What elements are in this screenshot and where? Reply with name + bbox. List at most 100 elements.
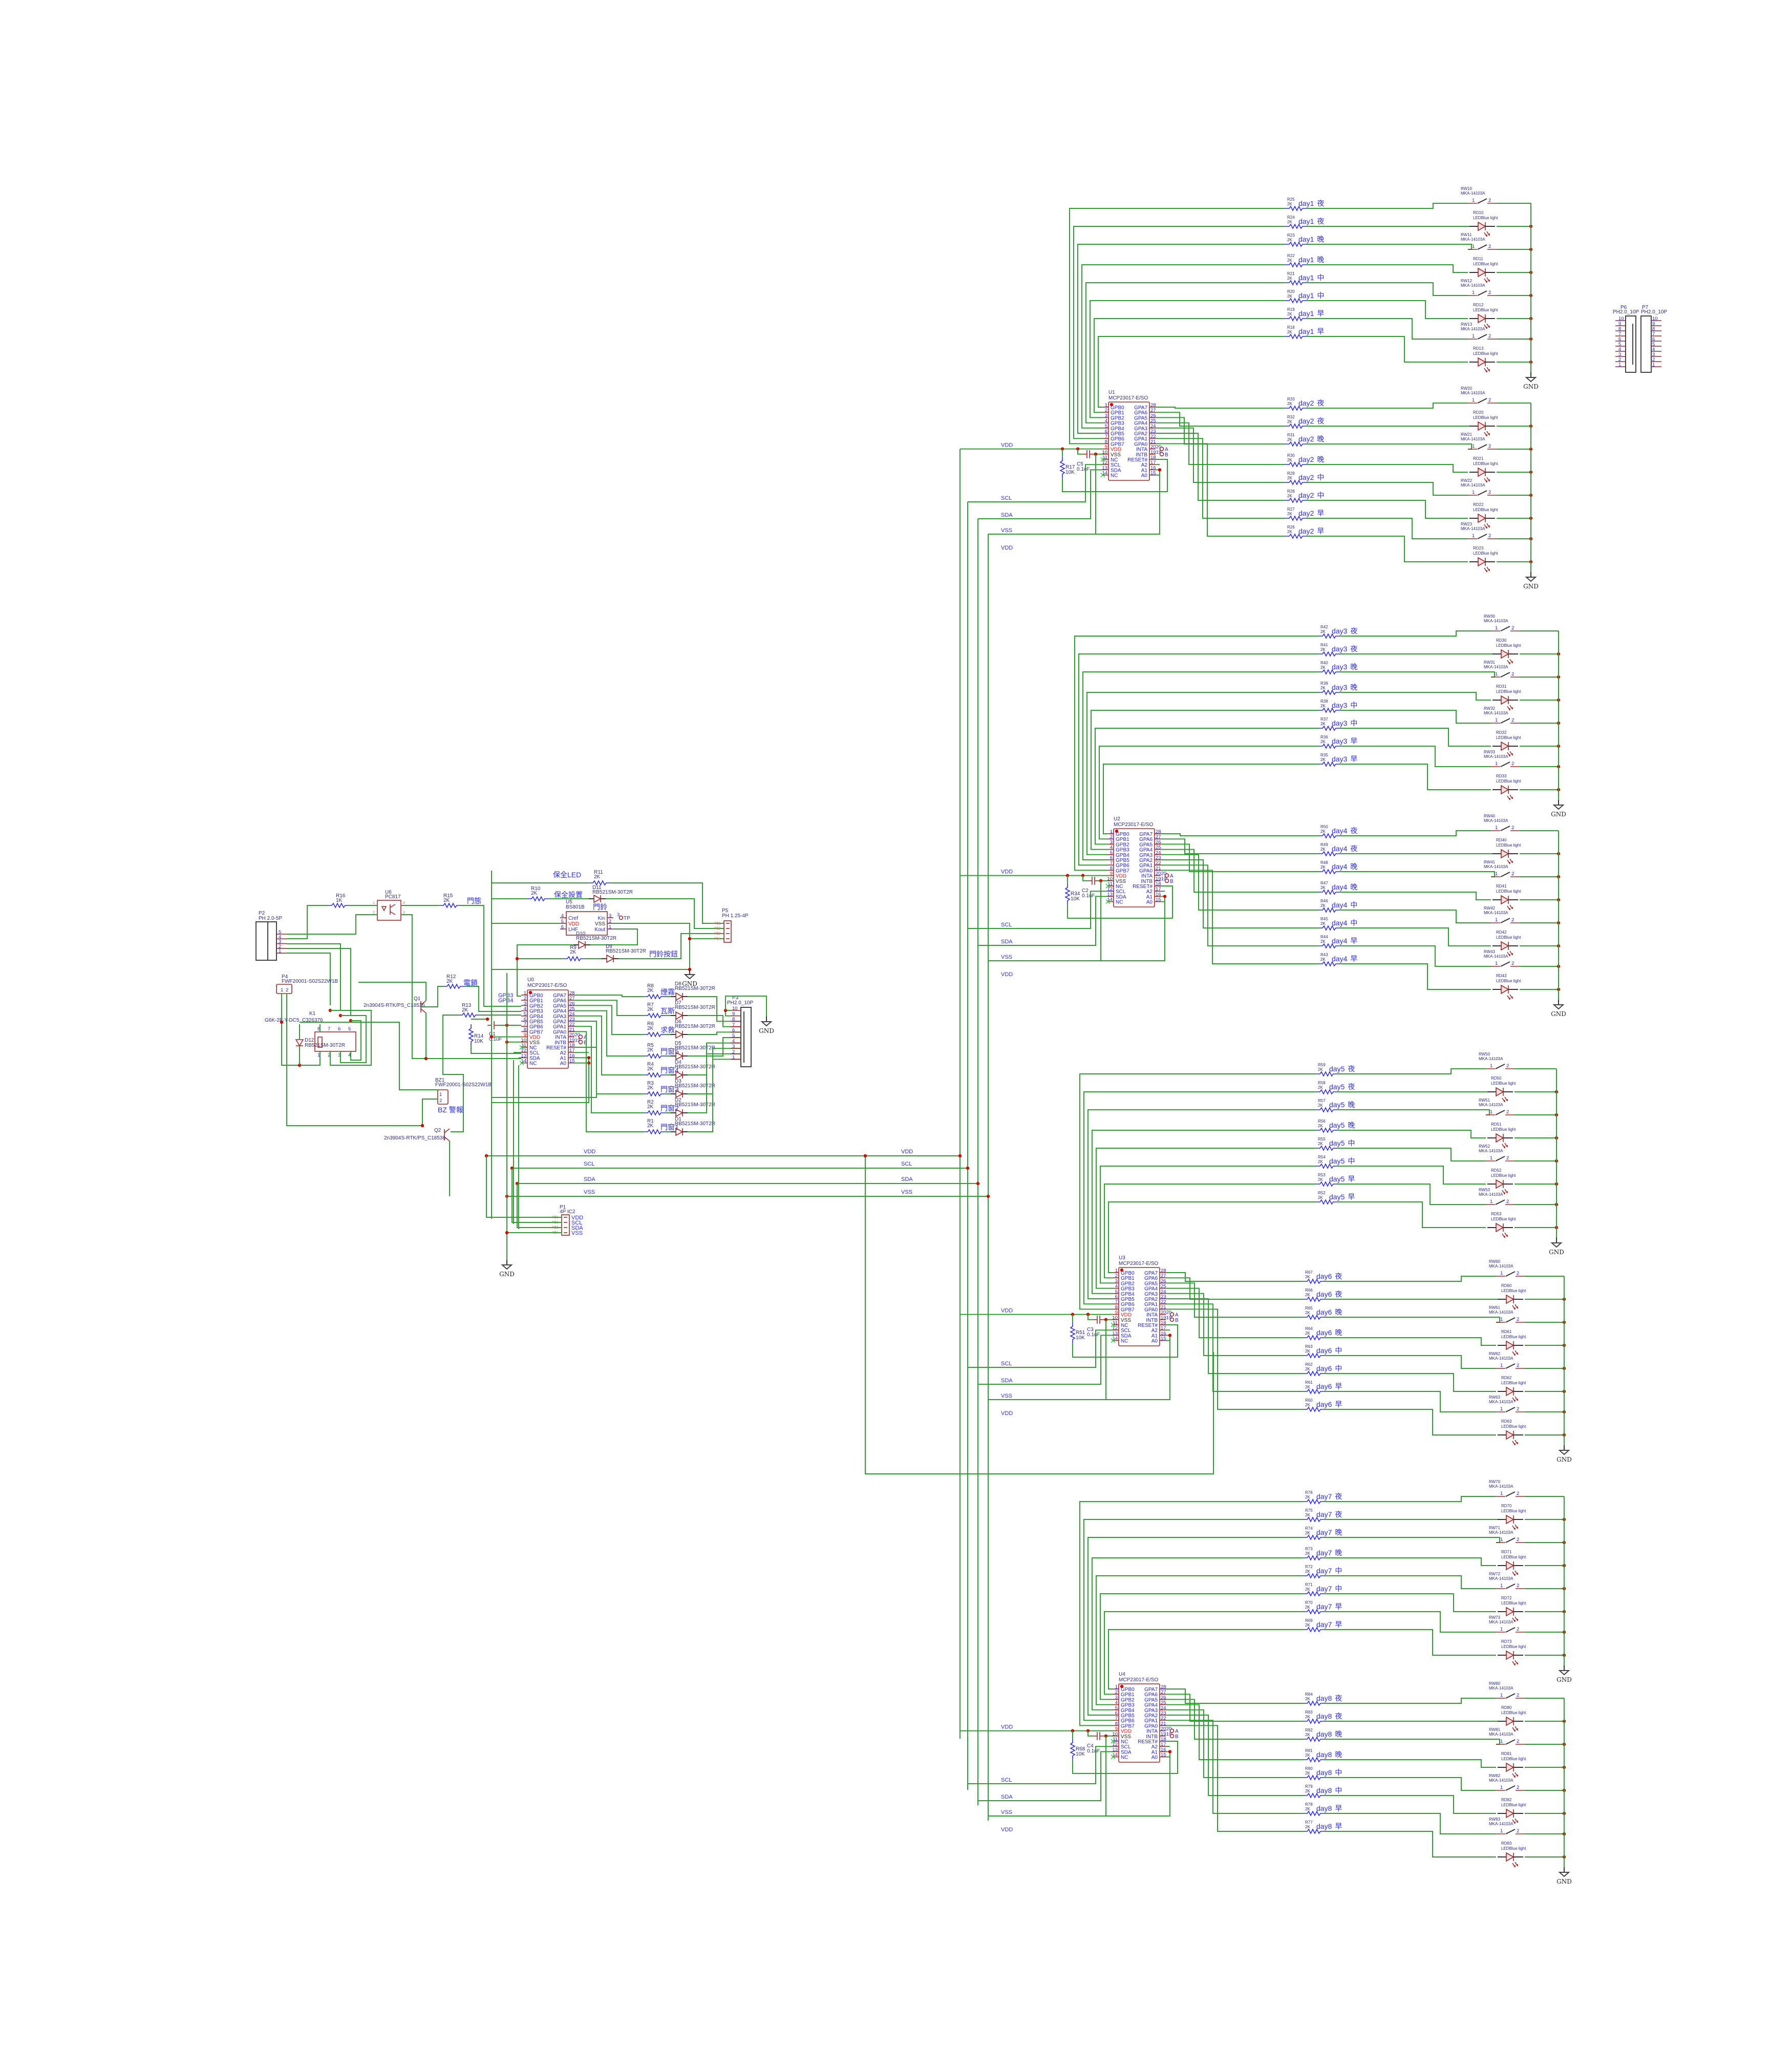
pin-name: GPA4 xyxy=(1144,1703,1158,1708)
pin-number: 2020 xyxy=(1150,445,1161,450)
diode-icon xyxy=(295,1039,304,1047)
switch-pin-number: 2 xyxy=(1517,1583,1519,1589)
wire xyxy=(1337,1130,1486,1138)
wire xyxy=(1104,1184,1316,1279)
wire xyxy=(1325,1795,1496,1814)
pin-name: GPA2 xyxy=(1144,1297,1158,1302)
resistor-symbol xyxy=(1303,1278,1325,1284)
resistor-symbol xyxy=(1285,205,1307,212)
pin-name: GPA2 xyxy=(553,1019,566,1025)
resistor-ref: R43 xyxy=(1320,953,1328,957)
switch-part: MKA-14103A xyxy=(1461,191,1485,196)
resistor-symbol xyxy=(1316,1107,1337,1113)
slot-label: 夜 xyxy=(1335,1712,1342,1720)
resistor-symbol xyxy=(1303,1736,1325,1742)
pin-number: 1 xyxy=(1618,362,1621,368)
wire xyxy=(1108,1201,1316,1273)
led-part: LEDBlue light xyxy=(1496,935,1521,940)
wire xyxy=(574,1031,644,1132)
pin-number: 5 xyxy=(348,1026,351,1032)
wire xyxy=(401,914,521,1059)
switch-part: MKA-14103A xyxy=(1489,1620,1513,1624)
day-label: day6 xyxy=(1316,1290,1332,1298)
diode-ref: D3 xyxy=(675,1079,681,1084)
wire xyxy=(287,948,351,1016)
day-label: day5 xyxy=(1329,1121,1345,1129)
connector-ref: P3 xyxy=(732,995,739,1001)
led-icon xyxy=(1506,1430,1514,1440)
day-label: day4 xyxy=(1332,937,1348,945)
led-ref: RD32 xyxy=(1496,730,1507,735)
wire xyxy=(1325,1537,1500,1543)
ground-label: GND xyxy=(1549,1249,1564,1256)
chip-ref: U1 xyxy=(1108,390,1115,395)
resistor-symbol xyxy=(1318,961,1340,967)
wire xyxy=(1325,1777,1496,1791)
pin-name: VDD xyxy=(1121,1313,1132,1318)
led-ref: RD21 xyxy=(1473,456,1484,461)
pin-name: NC xyxy=(529,1045,537,1051)
switch-pin-number: 1 xyxy=(1495,871,1498,877)
wire xyxy=(1166,1720,1303,1814)
pin-number: 26 xyxy=(1156,839,1161,845)
pin-number: 3 xyxy=(609,913,611,919)
wire xyxy=(517,1184,562,1228)
int-b-testpoint xyxy=(1164,878,1169,883)
pin-name: GPB2 xyxy=(1116,842,1129,848)
wire xyxy=(1083,1091,1316,1305)
resistor-value: 2K xyxy=(1305,1825,1310,1829)
pin-name: GPA1 xyxy=(1144,1302,1158,1307)
wire xyxy=(1095,728,1318,845)
day-label: day1 xyxy=(1298,327,1314,335)
day-label: day1 xyxy=(1298,256,1314,264)
pin-number: 17 xyxy=(1161,1742,1166,1747)
pin-name: VSS xyxy=(595,921,605,927)
pin-number: 26 xyxy=(1161,1278,1166,1284)
pin-number: 1 xyxy=(281,987,283,993)
wire xyxy=(1156,427,1285,483)
wire xyxy=(1307,336,1468,363)
day-label: day7 xyxy=(1316,1510,1332,1518)
wire xyxy=(1307,536,1468,562)
resistor-ref: R40 xyxy=(1320,661,1328,665)
pin-number: 2 xyxy=(373,911,375,915)
led-part: LEDBlue light xyxy=(1473,216,1498,220)
switch-part: MKA-14103A xyxy=(1461,327,1485,331)
resistor-ref: R70 xyxy=(1305,1600,1313,1605)
pin-number: 6 xyxy=(524,1017,526,1022)
gpb-tag: GPB4 xyxy=(498,998,513,1004)
ground-icon xyxy=(1550,1242,1563,1248)
pin-number: 6 xyxy=(338,1026,340,1032)
switch-part: MKA-14103A xyxy=(1489,1310,1513,1315)
day-label: day4 xyxy=(1332,862,1348,871)
pin-name: VDD xyxy=(529,1035,540,1041)
wire xyxy=(1077,449,1083,455)
transistor-ref: Q1 xyxy=(414,996,421,1002)
int-a-label: A xyxy=(1175,1729,1179,1735)
resistor-ref: R22 xyxy=(1287,254,1295,258)
pin-number: 3 xyxy=(1618,352,1621,357)
pin-number: 15 xyxy=(1161,1336,1166,1342)
slot-label: 晚 xyxy=(1317,235,1324,243)
ground-label: GND xyxy=(1551,1010,1566,1018)
switch-pin-number: 1 xyxy=(1495,671,1498,677)
cap-value: 0.1uF xyxy=(1087,1332,1100,1338)
wire xyxy=(1166,1303,1303,1392)
led-light-arrows-icon xyxy=(1512,1524,1518,1530)
slot-label: 夜 xyxy=(1317,399,1324,407)
pin-number: 6 xyxy=(1618,336,1621,342)
led-light-arrows-icon xyxy=(1502,1232,1508,1238)
switch-part: MKA-14103A xyxy=(1461,237,1485,242)
switch-contact-icon xyxy=(1477,290,1487,296)
wire xyxy=(968,1746,1113,1784)
switch-contact-icon xyxy=(1505,1491,1516,1497)
slot-label: 早 xyxy=(1317,527,1324,535)
resistor-value: 2K xyxy=(1318,1085,1323,1090)
led-light-arrows-icon xyxy=(1507,705,1513,711)
pin-name: GPA3 xyxy=(553,1014,566,1020)
day-label: day2 xyxy=(1298,473,1314,481)
pin-name: Kout xyxy=(594,927,605,933)
